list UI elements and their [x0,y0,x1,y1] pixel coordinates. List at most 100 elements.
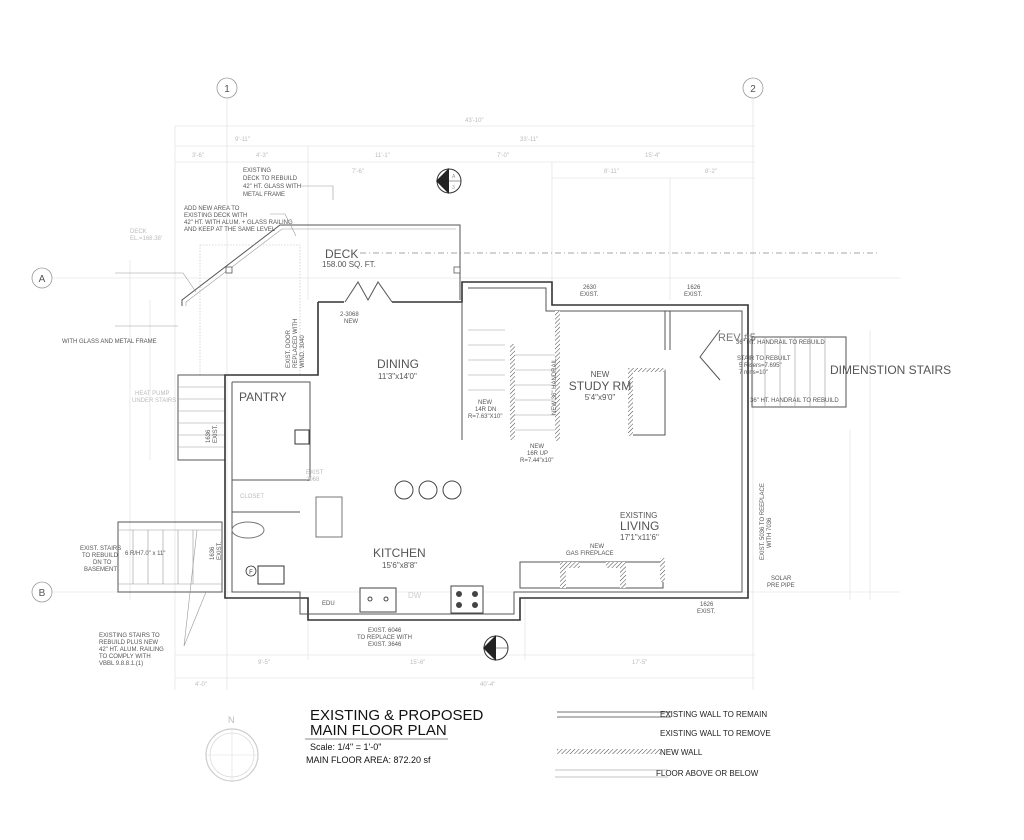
plan-label: 9'-5" [258,660,270,666]
plan-label: REPLACED WITH [293,319,299,368]
plan-label: 17'1"x11'6" [620,533,659,542]
plan-label: 11'-1" [375,153,390,159]
plan-label: EXISTING DECK WITH [184,213,247,219]
plan-label: 36" HT. HANDRAIL TO REBUILD [736,340,825,346]
plan-label: EL.=168.38' [130,236,162,242]
plan-label: 6 R/H7.0" x 11" [125,551,166,557]
plan-label: 15'6"x8'8" [382,561,417,570]
plan-label: EXIST. [217,541,223,560]
room-study: STUDY RM [569,379,631,393]
plan-label: 4'-3" [256,153,268,159]
floor-area: MAIN FLOOR AREA: 872.20 sf [306,755,431,765]
plan-label: 2 [750,84,756,95]
plan-label: 5'4"x9'0" [585,393,616,402]
room-deck: DECK [325,247,358,261]
plan-label: 2630 [583,285,597,291]
plan-label: 7 runs=10" [739,370,768,376]
plan-label: ADD NEW AREA TO [184,206,240,212]
plan-label: VBBL 9.8.8.1.(1) [99,661,143,667]
plan-label: EXIST. [580,292,599,298]
plan-label: 9'-11" [235,137,250,143]
plan-label: SOLAR [771,576,792,582]
plan-label: 14R DN [475,407,496,413]
plan-title-line1: EXISTING & PROPOSED [310,707,484,724]
plan-label: NEW [590,544,604,550]
legend-floor-above-below: FLOOR ABOVE OR BELOW [656,769,759,778]
room-living: LIVING [620,519,659,533]
plan-label: NEW [591,370,610,379]
plan-label: METAL FRAME [243,192,285,198]
revision-tag: REV #5 [718,332,756,344]
plan-label: 3 [452,185,455,191]
room-dining: DINING [377,357,419,371]
plan-label: TO COMPLY WITH [99,654,151,660]
plan-label: 17'-5" [632,660,647,666]
plan-label: EXISTING [620,511,657,520]
plan-label: 42" HT. ALUM. RAILING [99,647,164,653]
plan-label: STAIR TO REBUILT [737,356,791,362]
plan-label: AND KEEP AT THE SAME LEVEL [184,227,276,233]
plan-label: 1626 [687,285,701,291]
plan-label: DECK TO REBUILD [243,176,298,182]
grid-bubble-1: 1 [216,77,238,99]
fireplace [519,558,665,589]
plan-label: DN TO [93,560,112,566]
grid-lines [52,98,900,690]
plan-label: EXISTING STAIRS TO [99,633,160,639]
plan-label: EXIST. STAIRS [80,546,121,552]
plan-label: 7'-6" [352,169,364,175]
plan-label: EDU [322,601,335,607]
plan-label: UNDER STAIRS [132,398,176,404]
plan-scale: Scale: 1/4" = 1'-0" [310,742,381,752]
plan-label: CLOSET [240,494,264,500]
plan-label: 1636 [210,546,216,560]
plan-label: EXIST. 6046 [368,628,402,634]
dimension-stairs-label: DIMENSTION STAIRS [830,363,951,377]
plan-label: 15'-6" [410,660,425,666]
plan-label: NEW [478,400,492,406]
plan-label: 15'-4" [645,153,660,159]
dimension-labels: 43'-10" 9'-11" 33'-11" 3'-6" 4'-3" 11'-1… [192,118,717,688]
plan-label: 8'-11" [604,169,619,175]
plan-label: 11'3"x14'0" [378,372,417,381]
plan-label: 7'-0" [497,153,509,159]
basement-stairs [117,521,223,593]
deck-stairs [177,374,226,461]
plan-label: B [39,588,46,599]
plan-label: EXIST. 3646 [368,642,402,648]
plan-label: A [39,274,46,285]
plan-label: A [452,174,456,180]
plan-label: R=7.63"X10" [468,414,502,420]
room-labels: DECK 158.00 SQ. FT. DINING 11'3"x14'0" P… [239,247,951,570]
plan-label: EXIST. [684,292,703,298]
plan-label: EXIST. DOOR [286,329,292,368]
plan-label: 1636 [206,429,212,443]
plan-label: WITH 7036 [767,517,773,548]
kitchen-fixtures [231,480,484,614]
plan-label: DECK [130,229,147,235]
entry-stairs [699,329,847,408]
legend-existing-remain: EXISTING WALL TO REMAIN [660,710,767,719]
plan-label: 5 Risers=7.695" [739,363,782,369]
plan-label: F [249,570,253,576]
title-block: N EXISTING & PROPOSED MAIN FLOOR PLAN Sc… [205,707,484,782]
plan-label: WITH GLASS AND METAL FRAME [62,339,157,345]
plan-label: HEAT PUMP [135,391,169,397]
plan-label: 33'-11" [520,137,538,143]
section-marker-bottom [483,635,509,661]
plan-label: EXIST. [213,424,219,443]
deck [181,224,880,376]
plan-label: 8'-2" [705,169,717,175]
plan-label: NEW [530,444,544,450]
plan-label: 2068 [306,477,320,483]
legend: EXISTING WALL TO REMAIN EXISTING WALL TO… [555,710,771,778]
room-kitchen: KITCHEN [373,546,426,560]
section-marker-top: A 3 [436,168,462,194]
plan-label: 43'-10" [465,118,484,124]
plan-label: 1 [224,84,230,95]
plan-title-line2: MAIN FLOOR PLAN [310,722,447,739]
grid-bubble-b: B [31,581,53,603]
plan-label: EXIST. [697,609,716,615]
plan-label: 42" HT. WITH ALUM. + GLASS RAILING [184,220,293,226]
plan-label: EXIST [306,470,324,476]
